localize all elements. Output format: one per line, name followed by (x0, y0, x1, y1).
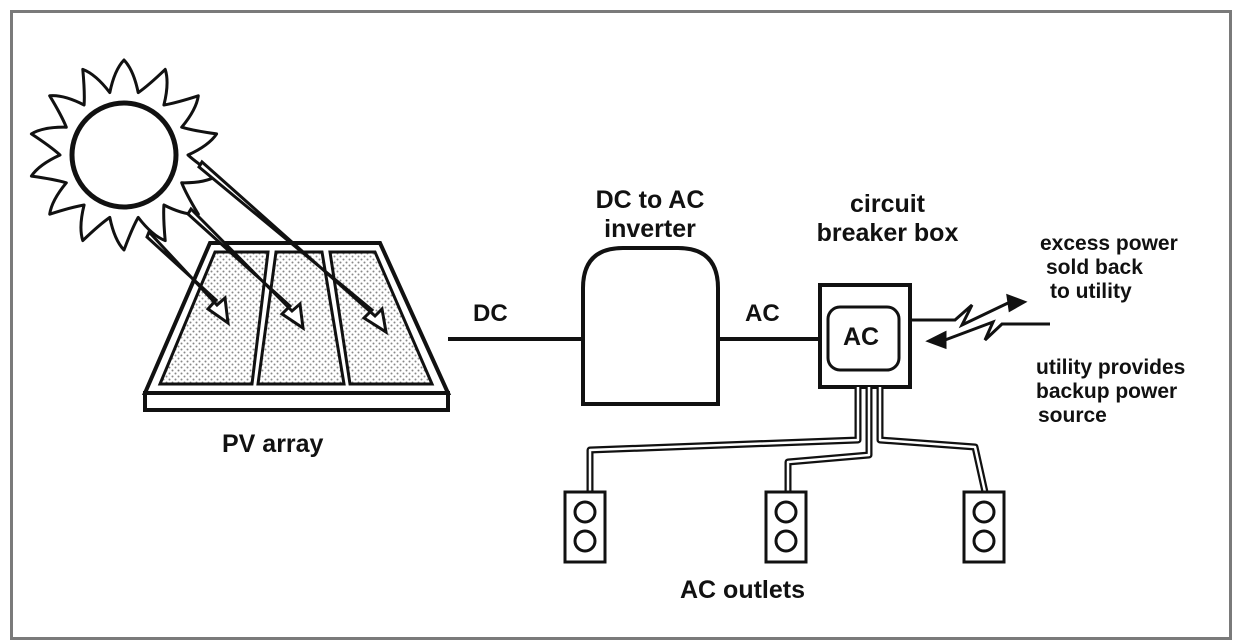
sun-icon (29, 58, 219, 252)
excess-label-line: excess power (1040, 232, 1178, 255)
inverter-box (581, 246, 720, 406)
backup-label-line: utility provides (1036, 356, 1186, 379)
outlet-middle (764, 490, 808, 564)
sunlight-arrows (145, 159, 389, 336)
pv-array-panel (141, 241, 452, 412)
sunlight-arrow (145, 229, 230, 327)
excess-label-line: sold back (1046, 256, 1143, 280)
ac-outlets-label: AC outlets (680, 576, 805, 604)
breaker-label-line: circuit (849, 190, 926, 218)
backup-label-line: backup power (1036, 380, 1178, 404)
outlet-right (962, 490, 1006, 564)
inverter-label-line: DC to AC (595, 186, 705, 214)
circuit-breaker-label: circuit breaker box (800, 190, 975, 248)
utility-link (912, 293, 1050, 350)
ac-line-label: AC (745, 300, 780, 327)
breaker-ac-label: AC (843, 323, 880, 351)
excess-power-label: excess power sold back to utility (1040, 232, 1178, 304)
outlet-left (563, 490, 607, 564)
backup-power-label: utility provides backup power source (1036, 356, 1185, 428)
sunlight-arrow (186, 206, 305, 332)
breaker-label-line: breaker box (816, 218, 959, 247)
backup-label-line: source (1038, 404, 1107, 428)
pv-array-label: PV array (222, 430, 324, 458)
dc-label: DC (473, 300, 508, 327)
circuit-breaker-box (818, 283, 912, 389)
sunlight-arrow (197, 159, 389, 336)
inverter-label-line: inverter (604, 214, 696, 243)
excess-label-line: to utility (1050, 280, 1132, 304)
inverter-label: DC to AC inverter (575, 186, 725, 244)
